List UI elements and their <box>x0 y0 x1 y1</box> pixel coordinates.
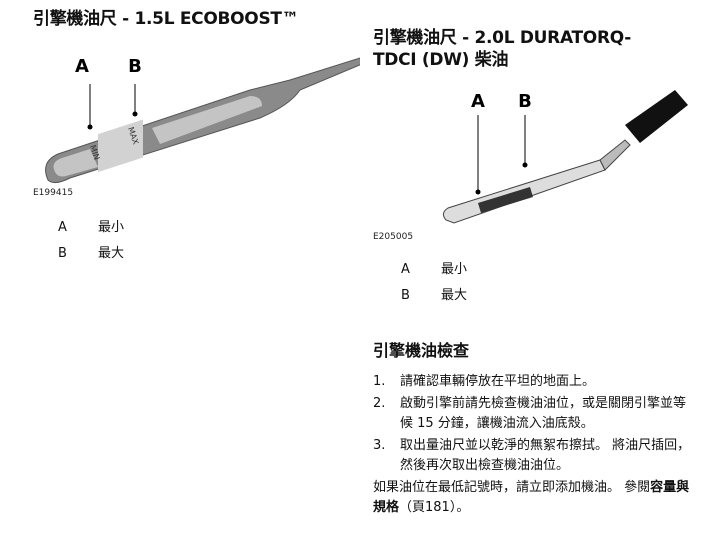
callout-b: B <box>128 56 142 77</box>
right-title: 引擎機油尺 - 2.0L DURATORQ-TDCI (DW) 柴油 <box>373 28 631 70</box>
left-title: 引擎機油尺 - 1.5L ECOBOOST™ <box>33 9 299 29</box>
callout-a: A <box>75 56 89 77</box>
figure-code: E199415 <box>33 188 74 198</box>
mark-min: MIN <box>88 144 101 161</box>
steps-list: 1.請確認車輛停放在平坦的地面上。 2.啟動引擎前請先檢查機油油位，或是關閉引擎… <box>373 372 693 518</box>
note-paragraph: 如果油位在最低記號時，請立即添加機油。 參閱容量與規格（頁181）。 <box>373 480 690 515</box>
callout-b: B <box>518 91 532 112</box>
step-item: 3.取出量油尺並以乾淨的無絮布擦拭。 將油尺插回，然後再次取出檢查機油油位。 <box>373 438 691 473</box>
dipstick-duratorq-illustration: A B <box>442 90 688 224</box>
figure-code: E205005 <box>373 232 414 242</box>
section-heading: 引擎機油檢查 <box>373 341 470 360</box>
step-item: 2.啟動引擎前請先檢查機油油位，或是關閉引擎並等候 15 分鐘，讓機油流入油底殼… <box>373 396 687 431</box>
capacity-link: 容量與規格 <box>373 480 690 515</box>
step-item: 1.請確認車輛停放在平坦的地面上。 <box>373 374 596 389</box>
callout-a: A <box>471 91 485 112</box>
dipstick-ecoboost-illustration: MIN MAX A B <box>45 56 360 184</box>
